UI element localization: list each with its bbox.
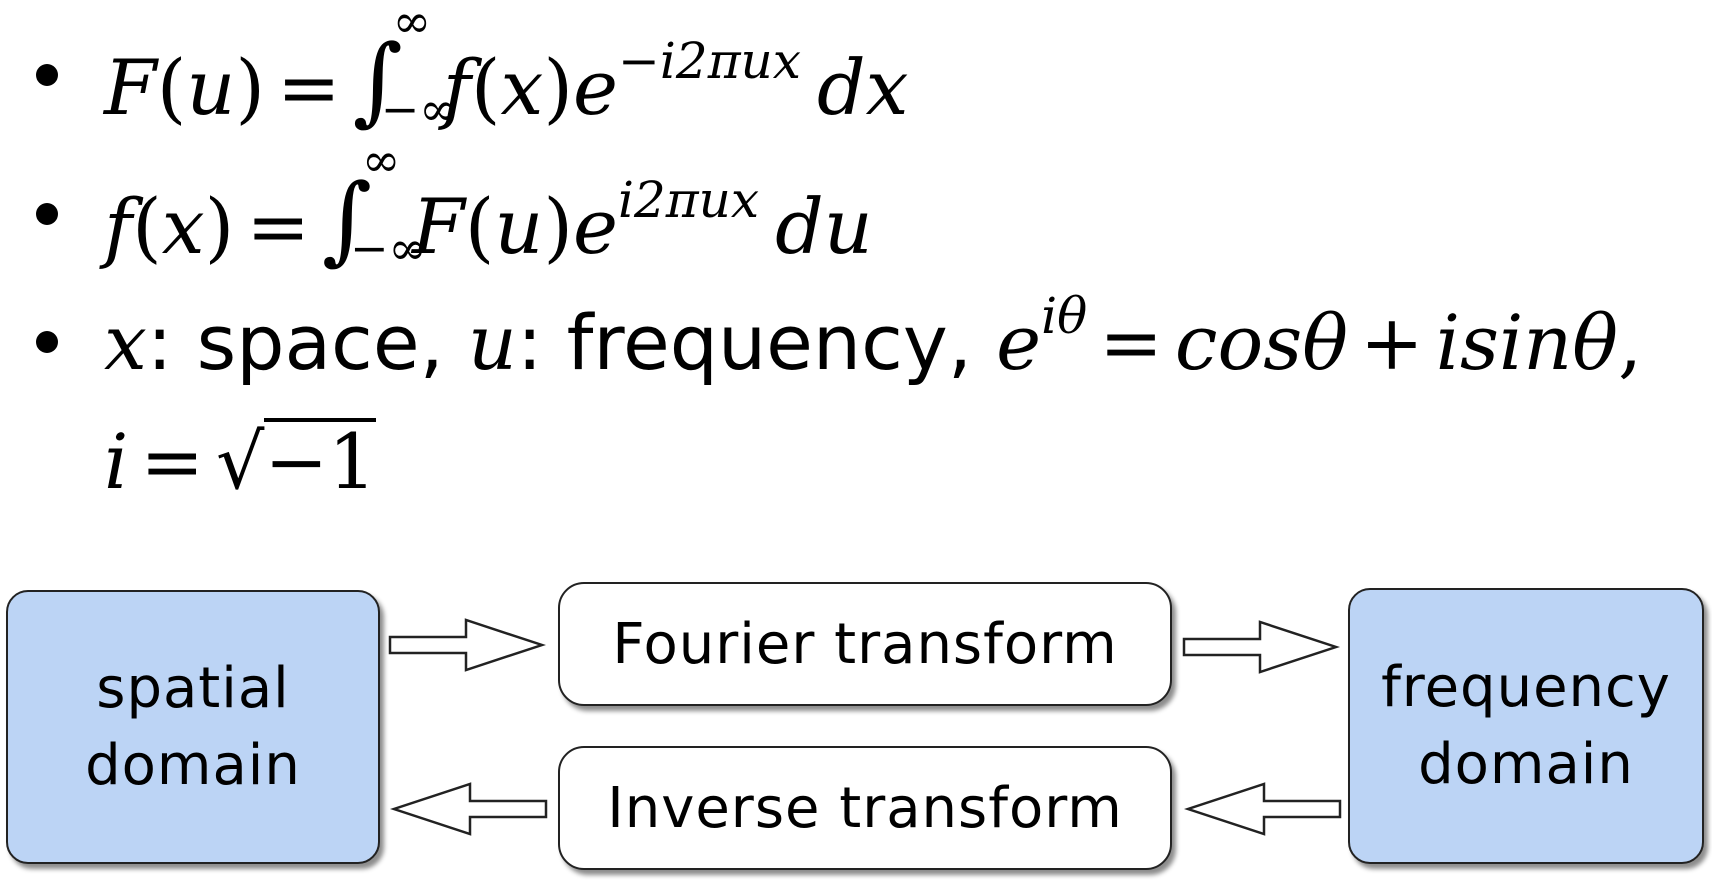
arrow-right-icon <box>388 618 547 672</box>
formula-exponent: iθ <box>1041 287 1088 345</box>
radical-sign: √ <box>216 417 265 506</box>
radicand: −1 <box>264 417 377 506</box>
formula-symbol: F <box>412 182 465 271</box>
frequency-domain-label: domain <box>1418 732 1634 797</box>
integral-sign: ∫∞−∞ <box>352 0 458 136</box>
note-text: : space, <box>146 298 468 387</box>
variable-notes: x: space, u: frequency, eiθ=cosθ+isinθ, <box>104 291 1642 381</box>
integral-upper-limit: ∞ <box>392 0 432 48</box>
formula-operator: = <box>140 417 204 506</box>
formula-symbol: e <box>573 43 618 132</box>
formula-symbol: x <box>500 43 544 132</box>
formula-exponent: i2πux <box>618 171 760 229</box>
formula-differential: dx <box>816 43 909 132</box>
integral-upper-limit: ∞ <box>362 133 401 187</box>
formula-symbol: f <box>442 43 471 132</box>
formula-operator: = <box>1099 298 1163 387</box>
formula-symbol: u <box>186 43 236 132</box>
square-root: √−1 <box>216 417 377 506</box>
integral-sign: ∫∞−∞ <box>322 133 427 275</box>
imaginary-unit-formula: i=√−1 <box>104 417 377 506</box>
formula-symbol: e <box>996 298 1042 387</box>
fourier-transform-label: Fourier transform <box>612 611 1118 677</box>
spatial-domain-label: domain <box>85 733 301 798</box>
formula-operator: = <box>246 182 311 271</box>
fourier-transform-box: Fourier transform <box>558 582 1172 706</box>
formula-exponent: −i2πux <box>618 32 801 90</box>
bullet-point <box>36 64 58 86</box>
note-text: : frequency, <box>516 298 997 387</box>
formula-term: cosθ <box>1174 298 1348 387</box>
formula-symbol: F <box>104 43 157 132</box>
frequency-domain-label: frequency <box>1381 654 1671 720</box>
bullet-point <box>36 203 58 225</box>
formula-symbol: e <box>573 182 618 271</box>
spatial-domain-box: spatial domain <box>6 590 380 864</box>
formula-operator: + <box>1360 298 1424 387</box>
inverse-transform-label: Inverse transform <box>607 775 1123 841</box>
inverse-transform-box: Inverse transform <box>558 746 1172 870</box>
formula-symbol: i <box>104 417 129 506</box>
frequency-domain-box: frequency domain <box>1348 588 1704 864</box>
formula-symbol: f <box>104 182 133 271</box>
formula-term: isinθ <box>1435 298 1619 387</box>
spatial-domain-label: spatial <box>96 655 290 721</box>
bullet-point <box>36 331 58 353</box>
arrow-left-icon <box>1183 782 1342 836</box>
arrow-left-icon <box>389 782 548 836</box>
integral-lower-limit: −∞ <box>380 82 458 136</box>
formula-differential: du <box>775 182 873 271</box>
formula-symbol: u <box>494 182 544 271</box>
formula-operator: = <box>277 43 341 132</box>
formula-symbol: x <box>104 298 147 387</box>
formula-symbol: x <box>161 182 205 271</box>
formula-symbol: u <box>467 298 517 387</box>
arrow-right-icon <box>1182 620 1341 674</box>
formula-punctuation: , <box>1618 298 1643 387</box>
integral-lower-limit: −∞ <box>350 221 427 275</box>
